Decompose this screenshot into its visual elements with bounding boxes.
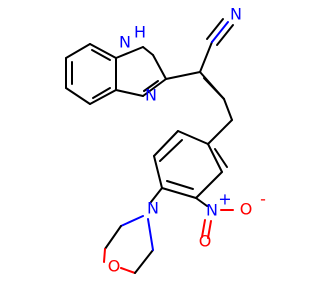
nitro-minus-label: - [260, 190, 266, 209]
central-benzene-ring [153, 119, 233, 199]
nitro-oxygen-double-bond-label: O [199, 232, 212, 251]
benzimidazole-benzene-ring [65, 43, 117, 105]
nh-hydrogen-label: H [134, 23, 146, 42]
morpholine-nitrogen-label: N [147, 199, 159, 218]
nitro-oxygen-minus-label: O [240, 200, 253, 219]
molecule-diagram: N H N N N O N + O - O [65, 5, 266, 276]
imidazole-ring [115, 46, 167, 97]
vinyl-nitrile-group [165, 18, 234, 121]
nitro-plus-label: + [218, 190, 231, 209]
morpholine-ring [103, 187, 163, 274]
nitro-nitrogen-label: N [206, 201, 218, 220]
morpholine-oxygen-label: O [108, 257, 121, 276]
nh-nitrogen-label: N [119, 33, 131, 52]
atom-labels: N H N N N O N + O - O [108, 5, 266, 276]
nitrile-nitrogen-label: N [230, 5, 242, 24]
nitro-group [195, 197, 234, 239]
molecule-canvas: N H N N N O N + O - O [65, 4, 266, 276]
imine-nitrogen-label: N [145, 86, 157, 105]
